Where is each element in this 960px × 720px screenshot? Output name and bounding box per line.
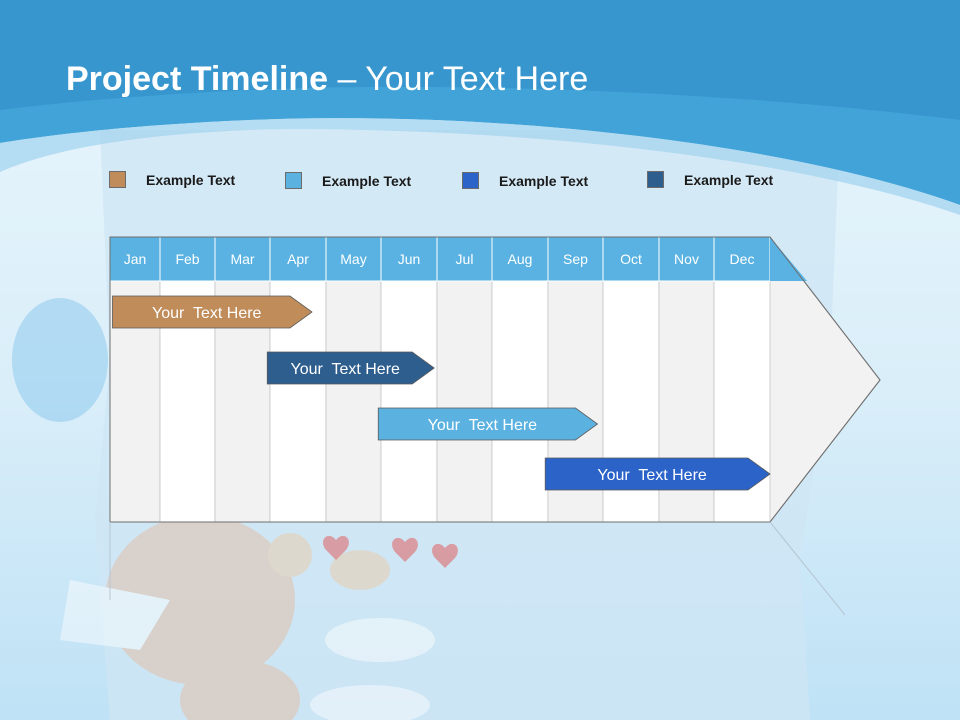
month-label-feb: Feb xyxy=(175,251,199,267)
task-label-3: Your Text Here xyxy=(428,417,538,434)
task-arrow-4 xyxy=(544,457,771,491)
legend-swatch xyxy=(647,171,664,188)
month-header-cell xyxy=(325,236,382,282)
task-label-1: Your Text Here xyxy=(152,305,262,322)
legend-swatch xyxy=(109,171,126,188)
month-label-may: May xyxy=(340,251,366,267)
legend-label: Example Text xyxy=(146,171,236,188)
month-label-jan: Jan xyxy=(124,251,147,267)
task-label-4: Your Text Here xyxy=(597,467,707,484)
month-header-cell xyxy=(713,236,771,282)
month-column xyxy=(491,280,549,523)
legend-label: Example Text xyxy=(322,172,412,189)
legend-label: Example Text xyxy=(499,172,589,189)
month-header-cell xyxy=(602,236,660,282)
heart-decorations xyxy=(323,535,458,568)
cupid-illustration xyxy=(12,298,435,720)
month-label-oct: Oct xyxy=(620,251,642,267)
header-band-highlight xyxy=(0,0,960,120)
month-label-nov: Nov xyxy=(674,251,699,267)
month-label-aug: Aug xyxy=(508,251,533,267)
month-header-cell xyxy=(658,236,715,282)
month-label-jul: Jul xyxy=(456,251,474,267)
month-label-jun: Jun xyxy=(398,251,421,267)
task-arrow-1 xyxy=(112,295,313,329)
month-header-cell xyxy=(109,236,161,282)
legend-swatch xyxy=(285,172,302,189)
page-title: Project Timeline – Your Text Here xyxy=(66,60,588,99)
month-header-cell xyxy=(436,236,493,282)
task-arrow-2 xyxy=(266,351,435,385)
legend-item-1: Example Text xyxy=(109,171,235,188)
month-label-sep: Sep xyxy=(563,251,588,267)
legend-item-2: Example Text xyxy=(285,172,411,189)
task-label-2: Your Text Here xyxy=(291,361,401,378)
legend-item-3: Example Text xyxy=(462,172,588,189)
legend-label: Example Text xyxy=(684,171,774,188)
month-column xyxy=(436,280,493,523)
title-rest: – Your Text Here xyxy=(328,60,589,98)
month-column xyxy=(325,280,382,523)
task-arrow-3 xyxy=(377,407,599,441)
month-column xyxy=(380,280,438,523)
month-label-apr: Apr xyxy=(287,251,309,267)
month-header-cell xyxy=(547,236,604,282)
legend-item-4: Example Text xyxy=(647,171,773,188)
month-label-dec: Dec xyxy=(730,251,755,267)
header-wave xyxy=(0,118,960,215)
legend-swatch xyxy=(462,172,479,189)
month-header-cell xyxy=(159,236,216,282)
timeline-arrow-outline xyxy=(109,236,881,523)
month-header-cell xyxy=(491,236,549,282)
header-tip xyxy=(770,237,807,281)
reflection-line xyxy=(769,521,846,616)
month-header-cell xyxy=(380,236,438,282)
month-label-mar: Mar xyxy=(230,251,254,267)
month-header-cell xyxy=(269,236,327,282)
title-bold: Project Timeline xyxy=(66,60,329,98)
month-header-cell xyxy=(214,236,271,282)
